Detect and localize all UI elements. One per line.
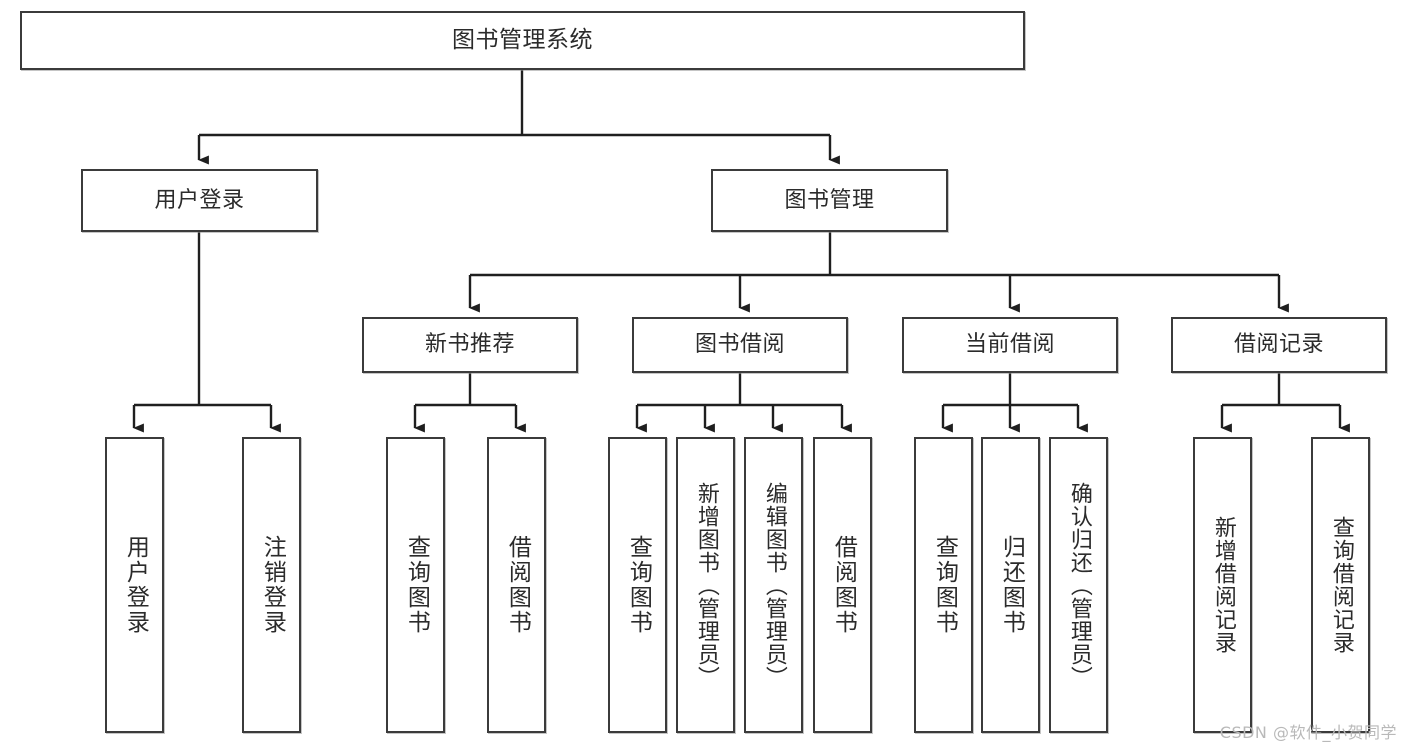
leaf-query-book-current[interactable]: 查询图书: [914, 437, 973, 733]
leaf-user-login[interactable]: 用户登录: [105, 437, 164, 733]
leaf-borrow-book-label: 借阅图书: [830, 535, 857, 635]
leaf-add-borrow-record-label: 新增借阅记录: [1210, 516, 1236, 654]
node-book-borrow[interactable]: 图书借阅: [632, 317, 848, 373]
node-new-book-recommend[interactable]: 新书推荐: [362, 317, 578, 373]
leaf-borrow-book-recommend-label: 借阅图书: [504, 535, 531, 635]
leaf-add-book-admin[interactable]: 新增图书（管理员）: [676, 437, 735, 733]
leaf-query-book-recommend[interactable]: 查询图书: [386, 437, 445, 733]
leaf-confirm-return-admin-label: 确认归还（管理员）: [1066, 481, 1092, 689]
leaf-return-book-label: 归还图书: [998, 535, 1025, 635]
leaf-query-borrow-record[interactable]: 查询借阅记录: [1311, 437, 1370, 733]
leaf-add-borrow-record[interactable]: 新增借阅记录: [1193, 437, 1252, 733]
node-book-borrow-label: 图书借阅: [694, 332, 785, 358]
leaf-return-book[interactable]: 归还图书: [981, 437, 1040, 733]
leaf-query-book-current-label: 查询图书: [931, 535, 958, 635]
leaf-add-book-admin-label: 新增图书（管理员）: [693, 481, 719, 689]
leaf-logout-label: 注销登录: [259, 535, 286, 635]
leaf-edit-book-admin[interactable]: 编辑图书（管理员）: [744, 437, 803, 733]
leaf-user-login-label: 用户登录: [122, 535, 149, 635]
node-current-borrow-label: 当前借阅: [964, 332, 1055, 358]
node-root[interactable]: 图书管理系统: [20, 11, 1025, 70]
node-book-management[interactable]: 图书管理: [711, 169, 948, 232]
leaf-borrow-book[interactable]: 借阅图书: [813, 437, 872, 733]
leaf-query-book-recommend-label: 查询图书: [403, 535, 430, 635]
leaf-edit-book-admin-label: 编辑图书（管理员）: [761, 481, 787, 689]
node-user-login[interactable]: 用户登录: [81, 169, 318, 232]
leaf-borrow-book-recommend[interactable]: 借阅图书: [487, 437, 546, 733]
leaf-confirm-return-admin[interactable]: 确认归还（管理员）: [1049, 437, 1108, 733]
node-new-book-recommend-label: 新书推荐: [424, 332, 515, 358]
node-current-borrow[interactable]: 当前借阅: [902, 317, 1118, 373]
node-borrow-record-label: 借阅记录: [1233, 332, 1324, 358]
node-book-management-label: 图书管理: [784, 187, 875, 213]
leaf-query-borrow-record-label: 查询借阅记录: [1328, 516, 1354, 654]
node-borrow-record[interactable]: 借阅记录: [1171, 317, 1387, 373]
leaf-query-book-borrow[interactable]: 查询图书: [608, 437, 667, 733]
node-user-login-label: 用户登录: [154, 187, 245, 213]
node-root-label: 图书管理系统: [452, 26, 593, 53]
leaf-logout[interactable]: 注销登录: [242, 437, 301, 733]
leaf-query-book-borrow-label: 查询图书: [625, 535, 652, 635]
